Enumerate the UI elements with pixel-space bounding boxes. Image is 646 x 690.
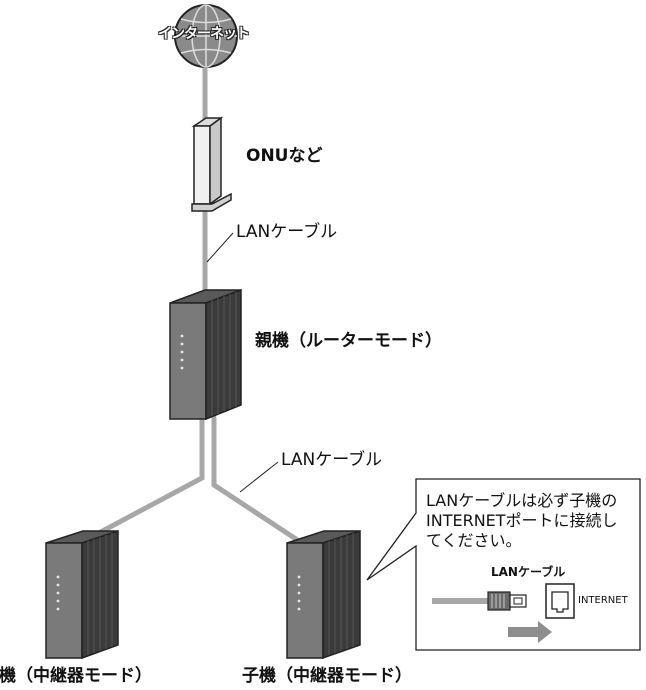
onu-device	[191, 116, 232, 212]
parent-router-device	[169, 288, 242, 421]
lan-cable-label-2: LANケーブル	[281, 450, 383, 470]
child-left-label: 子機（中継器モード）	[0, 666, 152, 686]
internet-port-icon	[545, 583, 575, 619]
lan-plug-icon	[487, 591, 511, 611]
leader-line-2	[239, 461, 279, 493]
onu-label: ONUなど	[246, 146, 323, 166]
internet-globe-icon	[174, 4, 238, 68]
child-device-left	[45, 529, 119, 660]
child-device-right	[286, 529, 361, 660]
callout-instruction-text: LANケーブルは必ず子機のINTERNETポートに接続してください。	[426, 491, 618, 550]
cable-parent-child-left	[92, 415, 205, 538]
insert-arrow-icon	[508, 621, 552, 643]
lan-cable-label-1: LANケーブル	[236, 222, 338, 242]
parent-router-label: 親機（ルーターモード）	[255, 331, 442, 351]
leader-line-1	[206, 232, 234, 263]
child-right-label: 子機（中継器モード）	[242, 666, 412, 686]
internet-label: インターネット	[158, 26, 250, 42]
callout-cable-label: LANケーブル	[491, 565, 566, 579]
callout-port-label: INTERNET	[578, 595, 628, 606]
cables	[92, 59, 308, 548]
callout-cable-illustration	[432, 591, 527, 611]
cable-parent-child-right	[211, 415, 308, 548]
